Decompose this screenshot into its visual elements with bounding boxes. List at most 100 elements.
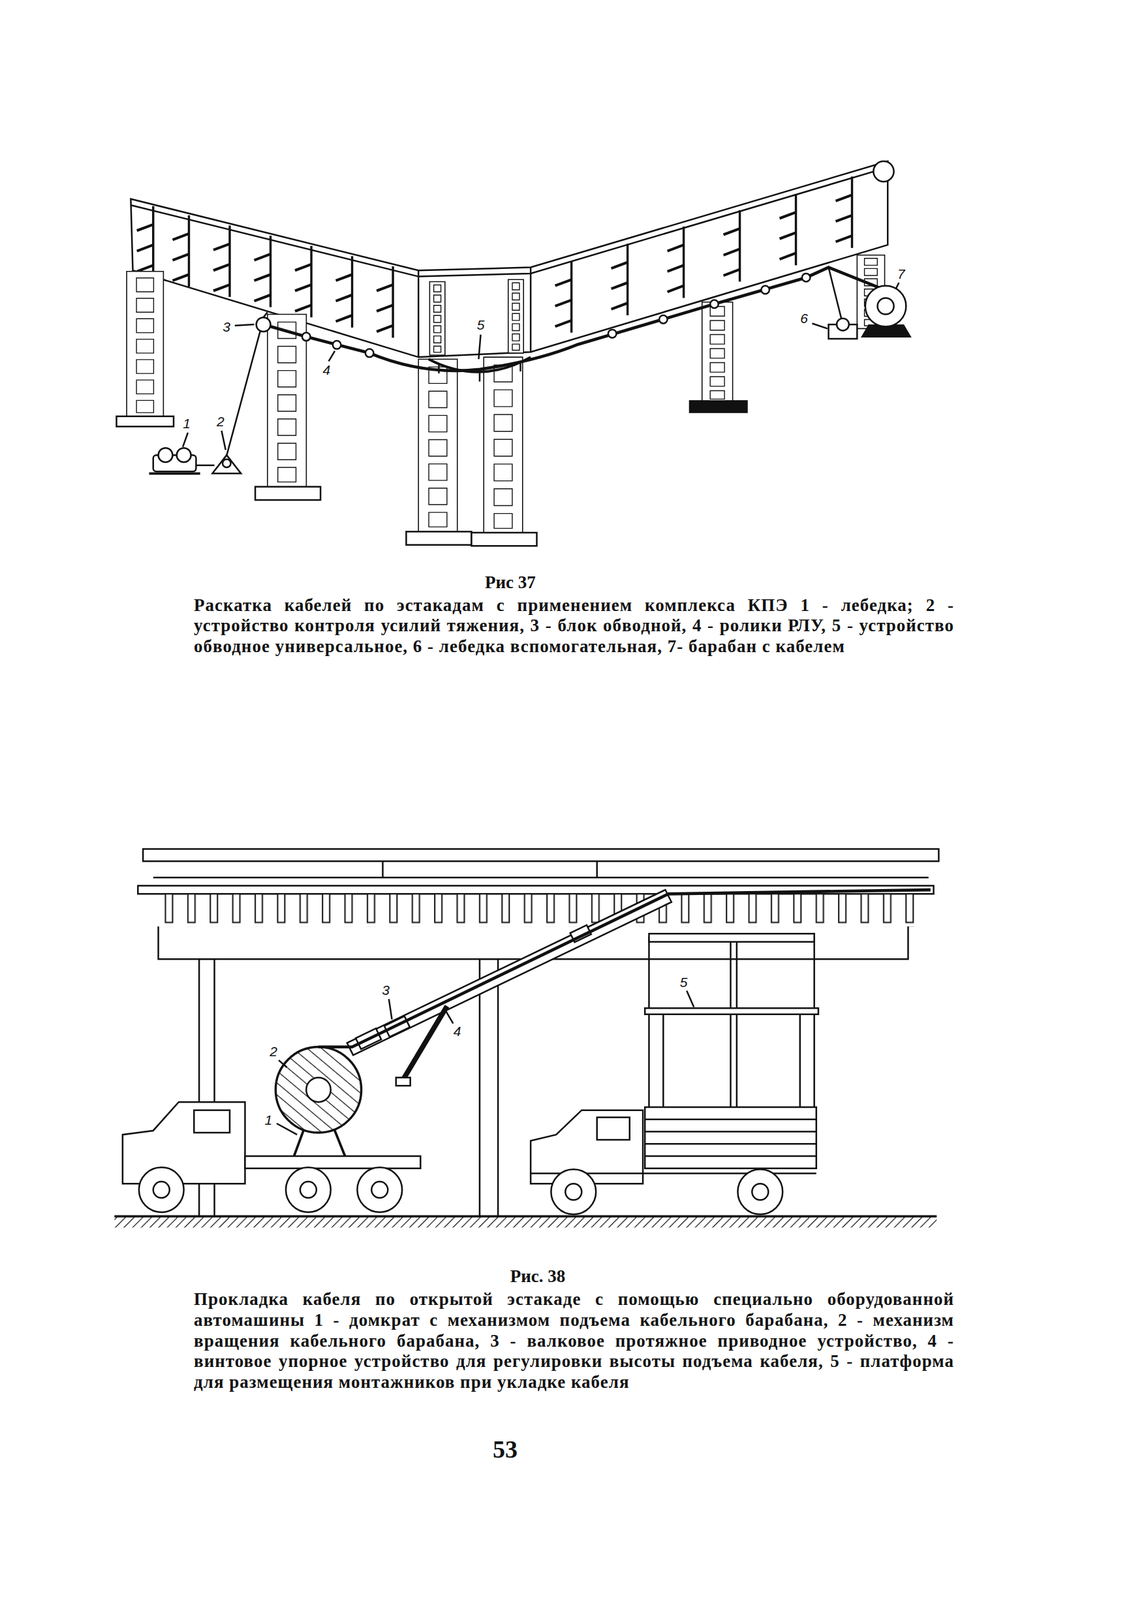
column-base bbox=[405, 531, 472, 545]
callout-number: 7 bbox=[896, 266, 907, 281]
cab-window bbox=[193, 1110, 230, 1133]
roller bbox=[302, 332, 311, 342]
callout-number: 5 bbox=[678, 975, 690, 989]
callout-number: 4 bbox=[321, 362, 333, 377]
tray-rib bbox=[779, 193, 797, 265]
trestle-band bbox=[130, 161, 888, 357]
tray-rib bbox=[172, 215, 189, 287]
cable bbox=[318, 889, 931, 1047]
tray-rib bbox=[213, 225, 230, 297]
screw-foot bbox=[396, 1077, 411, 1086]
callout-number: 3 bbox=[380, 982, 391, 997]
tray-rib bbox=[137, 206, 154, 278]
lattice-column bbox=[267, 313, 307, 489]
winch-base bbox=[149, 471, 201, 475]
callout-number: 5 bbox=[475, 317, 487, 332]
column-base bbox=[255, 486, 321, 500]
callout-number: 4 bbox=[452, 1023, 463, 1038]
roller bbox=[710, 300, 719, 309]
leader-line bbox=[328, 351, 335, 362]
tray-rib bbox=[555, 261, 572, 333]
top-girder bbox=[142, 849, 939, 862]
lattice-column bbox=[126, 271, 164, 419]
corner-lattice bbox=[429, 281, 445, 356]
tray-rib bbox=[667, 226, 684, 298]
wheel-hub bbox=[153, 1181, 170, 1198]
leader-line bbox=[278, 1059, 288, 1068]
figure-number: Рис. 38 bbox=[510, 1266, 566, 1287]
platform-chain bbox=[799, 1014, 802, 1107]
wheel bbox=[737, 1168, 783, 1214]
cable-drum bbox=[865, 285, 907, 327]
truck-bed bbox=[244, 1155, 421, 1169]
leader-line bbox=[445, 1010, 453, 1024]
lattice-column bbox=[483, 356, 523, 536]
winch-drum bbox=[176, 447, 192, 463]
callout-number: 3 bbox=[221, 319, 232, 334]
tray-rib bbox=[376, 266, 393, 338]
winch-drum bbox=[158, 447, 173, 463]
wheel-hub bbox=[751, 1183, 769, 1200]
callout-number: 6 bbox=[798, 311, 810, 326]
rope bbox=[225, 330, 261, 459]
leader-line bbox=[276, 1123, 297, 1135]
wheel-hub bbox=[371, 1181, 388, 1198]
figure-caption: Раскатка кабелей по эстакадам с применен… bbox=[193, 595, 955, 658]
page-number: 53 bbox=[492, 1436, 518, 1462]
cable bbox=[263, 267, 880, 371]
wheel bbox=[356, 1166, 403, 1212]
leader-line bbox=[221, 430, 226, 451]
leader-line bbox=[234, 324, 255, 326]
tension-sensor bbox=[222, 458, 232, 468]
callout-number: 1 bbox=[181, 416, 192, 431]
roller bbox=[802, 273, 811, 282]
ground-hatch bbox=[114, 1217, 937, 1228]
corner-lattice bbox=[508, 279, 524, 354]
leader-line bbox=[478, 334, 481, 360]
callout-number: 2 bbox=[268, 1044, 279, 1058]
top-pulley bbox=[873, 161, 894, 182]
truck-body bbox=[644, 1106, 817, 1169]
trestle-edge bbox=[130, 167, 888, 277]
leader-line bbox=[812, 323, 828, 329]
trestle-corner-edge bbox=[417, 270, 420, 357]
column-base bbox=[689, 400, 748, 412]
body-slat bbox=[644, 1130, 817, 1133]
body-slat bbox=[644, 1118, 817, 1121]
roller bbox=[659, 315, 668, 324]
girder-line bbox=[153, 876, 929, 879]
drum-hub bbox=[306, 1077, 331, 1103]
platform-chain bbox=[662, 1014, 665, 1107]
tray-rib bbox=[723, 210, 741, 282]
platform-post bbox=[813, 936, 816, 1107]
leader-line bbox=[896, 282, 900, 289]
column-base bbox=[116, 416, 174, 427]
leader-line bbox=[686, 990, 694, 1007]
roller bbox=[365, 349, 374, 358]
platform-post bbox=[736, 936, 739, 1107]
figure-number: Рис 37 bbox=[484, 573, 536, 593]
figure-37 bbox=[116, 161, 910, 546]
column-base bbox=[471, 532, 537, 546]
girder-post bbox=[595, 860, 598, 878]
leader-line bbox=[388, 998, 393, 1019]
figure-38 bbox=[114, 849, 939, 1228]
bypass-block bbox=[256, 317, 271, 332]
trestle-corner-edge bbox=[529, 267, 532, 353]
truck-cab bbox=[122, 1101, 246, 1184]
installer-platform bbox=[644, 1007, 819, 1014]
lattice-column bbox=[418, 358, 458, 534]
girder-post bbox=[381, 860, 384, 878]
tray-rib bbox=[336, 255, 353, 327]
rope bbox=[195, 464, 215, 467]
callout-number: 2 bbox=[215, 414, 226, 429]
tray-rib bbox=[294, 246, 312, 318]
tension-control-device bbox=[212, 454, 241, 474]
screw-support bbox=[403, 1005, 448, 1080]
lattice-column bbox=[702, 302, 733, 404]
figure-caption: Прокладка кабеля по открытой эстакаде с … bbox=[193, 1288, 955, 1393]
tray-rib bbox=[254, 235, 271, 307]
tray-rib bbox=[836, 176, 853, 248]
